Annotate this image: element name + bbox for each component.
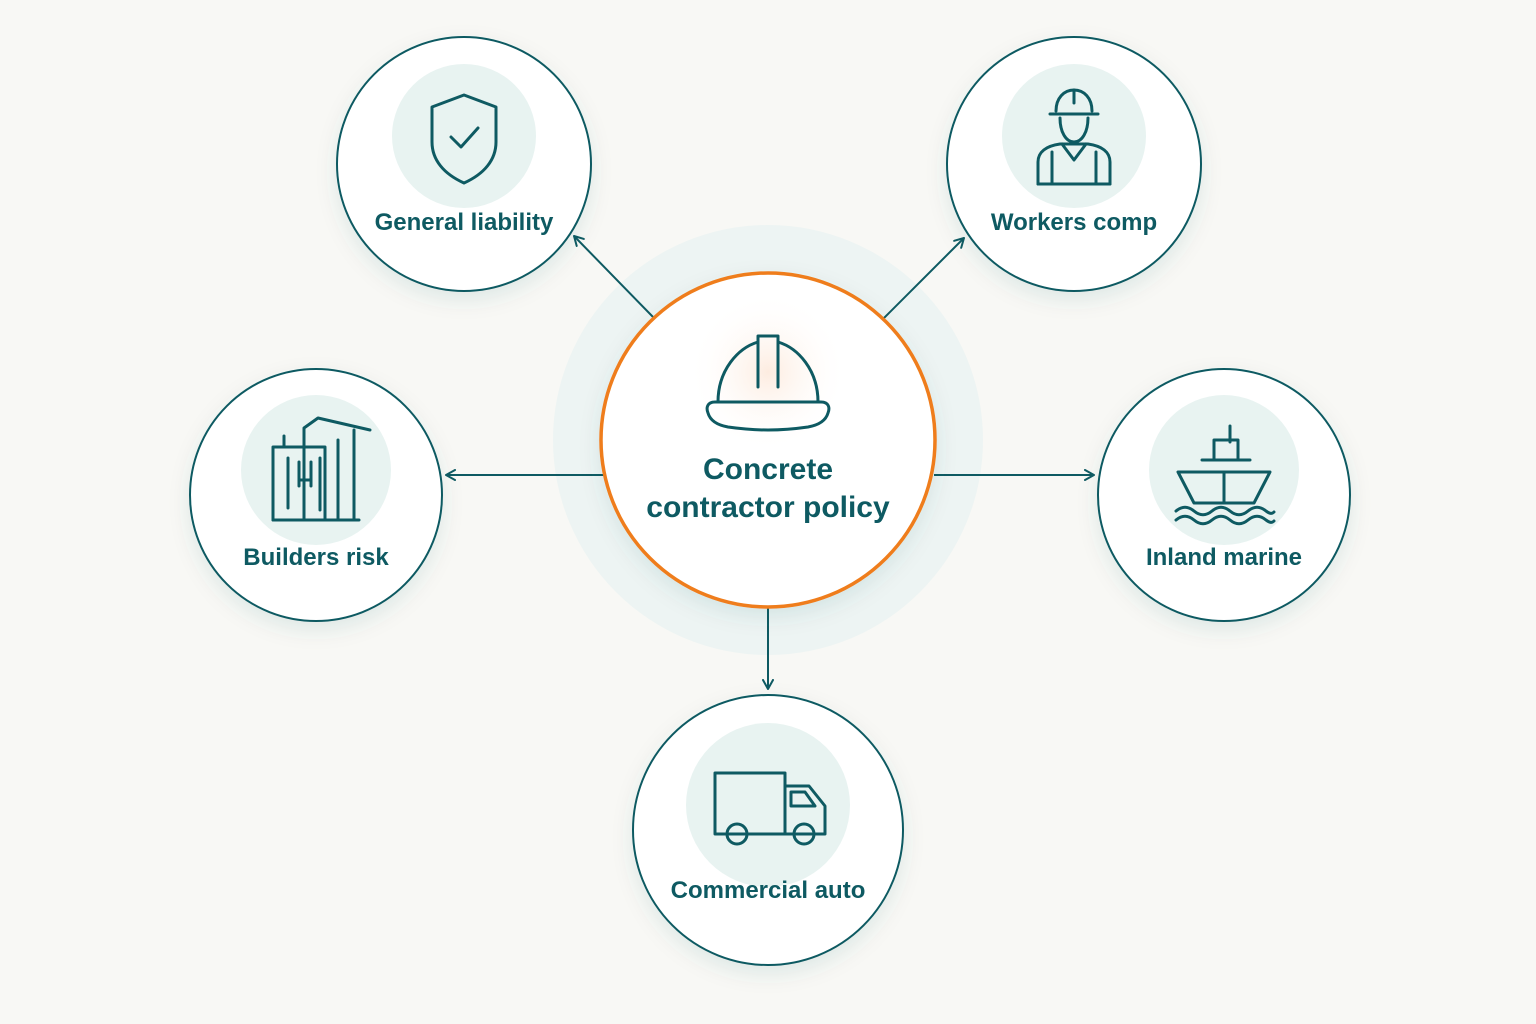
inland-marine-icon-bg [1149,395,1299,545]
workers-comp-label: Workers comp [991,209,1157,236]
center-icon-bg [688,292,848,452]
commercial-auto-label: Commercial auto [671,877,866,904]
commercial-auto-node[interactable]: Commercial auto [632,694,904,966]
ship-icon [1174,424,1276,526]
builders-risk-icon-bg [241,395,391,545]
arrow-to-general-liability [573,235,655,319]
center-title-line2: contractor policy [646,491,890,524]
workers-comp-icon-bg [1002,64,1146,208]
hard-hat-icon [705,334,831,432]
general-liability-label: General liability [375,209,554,236]
builders-risk-label: Builders risk [243,544,389,571]
workers-comp-node[interactable]: Workers comp [946,36,1202,292]
inland-marine-node[interactable]: Inland marine [1097,368,1351,622]
center-node[interactable]: Concrete contractor policy [599,271,937,609]
shield-check-icon [430,93,498,185]
inland-marine-label: Inland marine [1146,544,1302,571]
commercial-auto-icon-bg [686,723,850,887]
general-liability-icon-bg [392,64,536,208]
connectors [445,235,1095,690]
truck-icon [713,771,827,846]
arrow-to-workers-comp [883,237,965,319]
center-title-line1: Concrete [703,453,833,486]
buildings-icon [271,416,372,522]
construction-worker-icon [1036,88,1112,186]
builders-risk-node[interactable]: Builders risk [189,368,443,622]
general-liability-node[interactable]: General liability [336,36,592,292]
